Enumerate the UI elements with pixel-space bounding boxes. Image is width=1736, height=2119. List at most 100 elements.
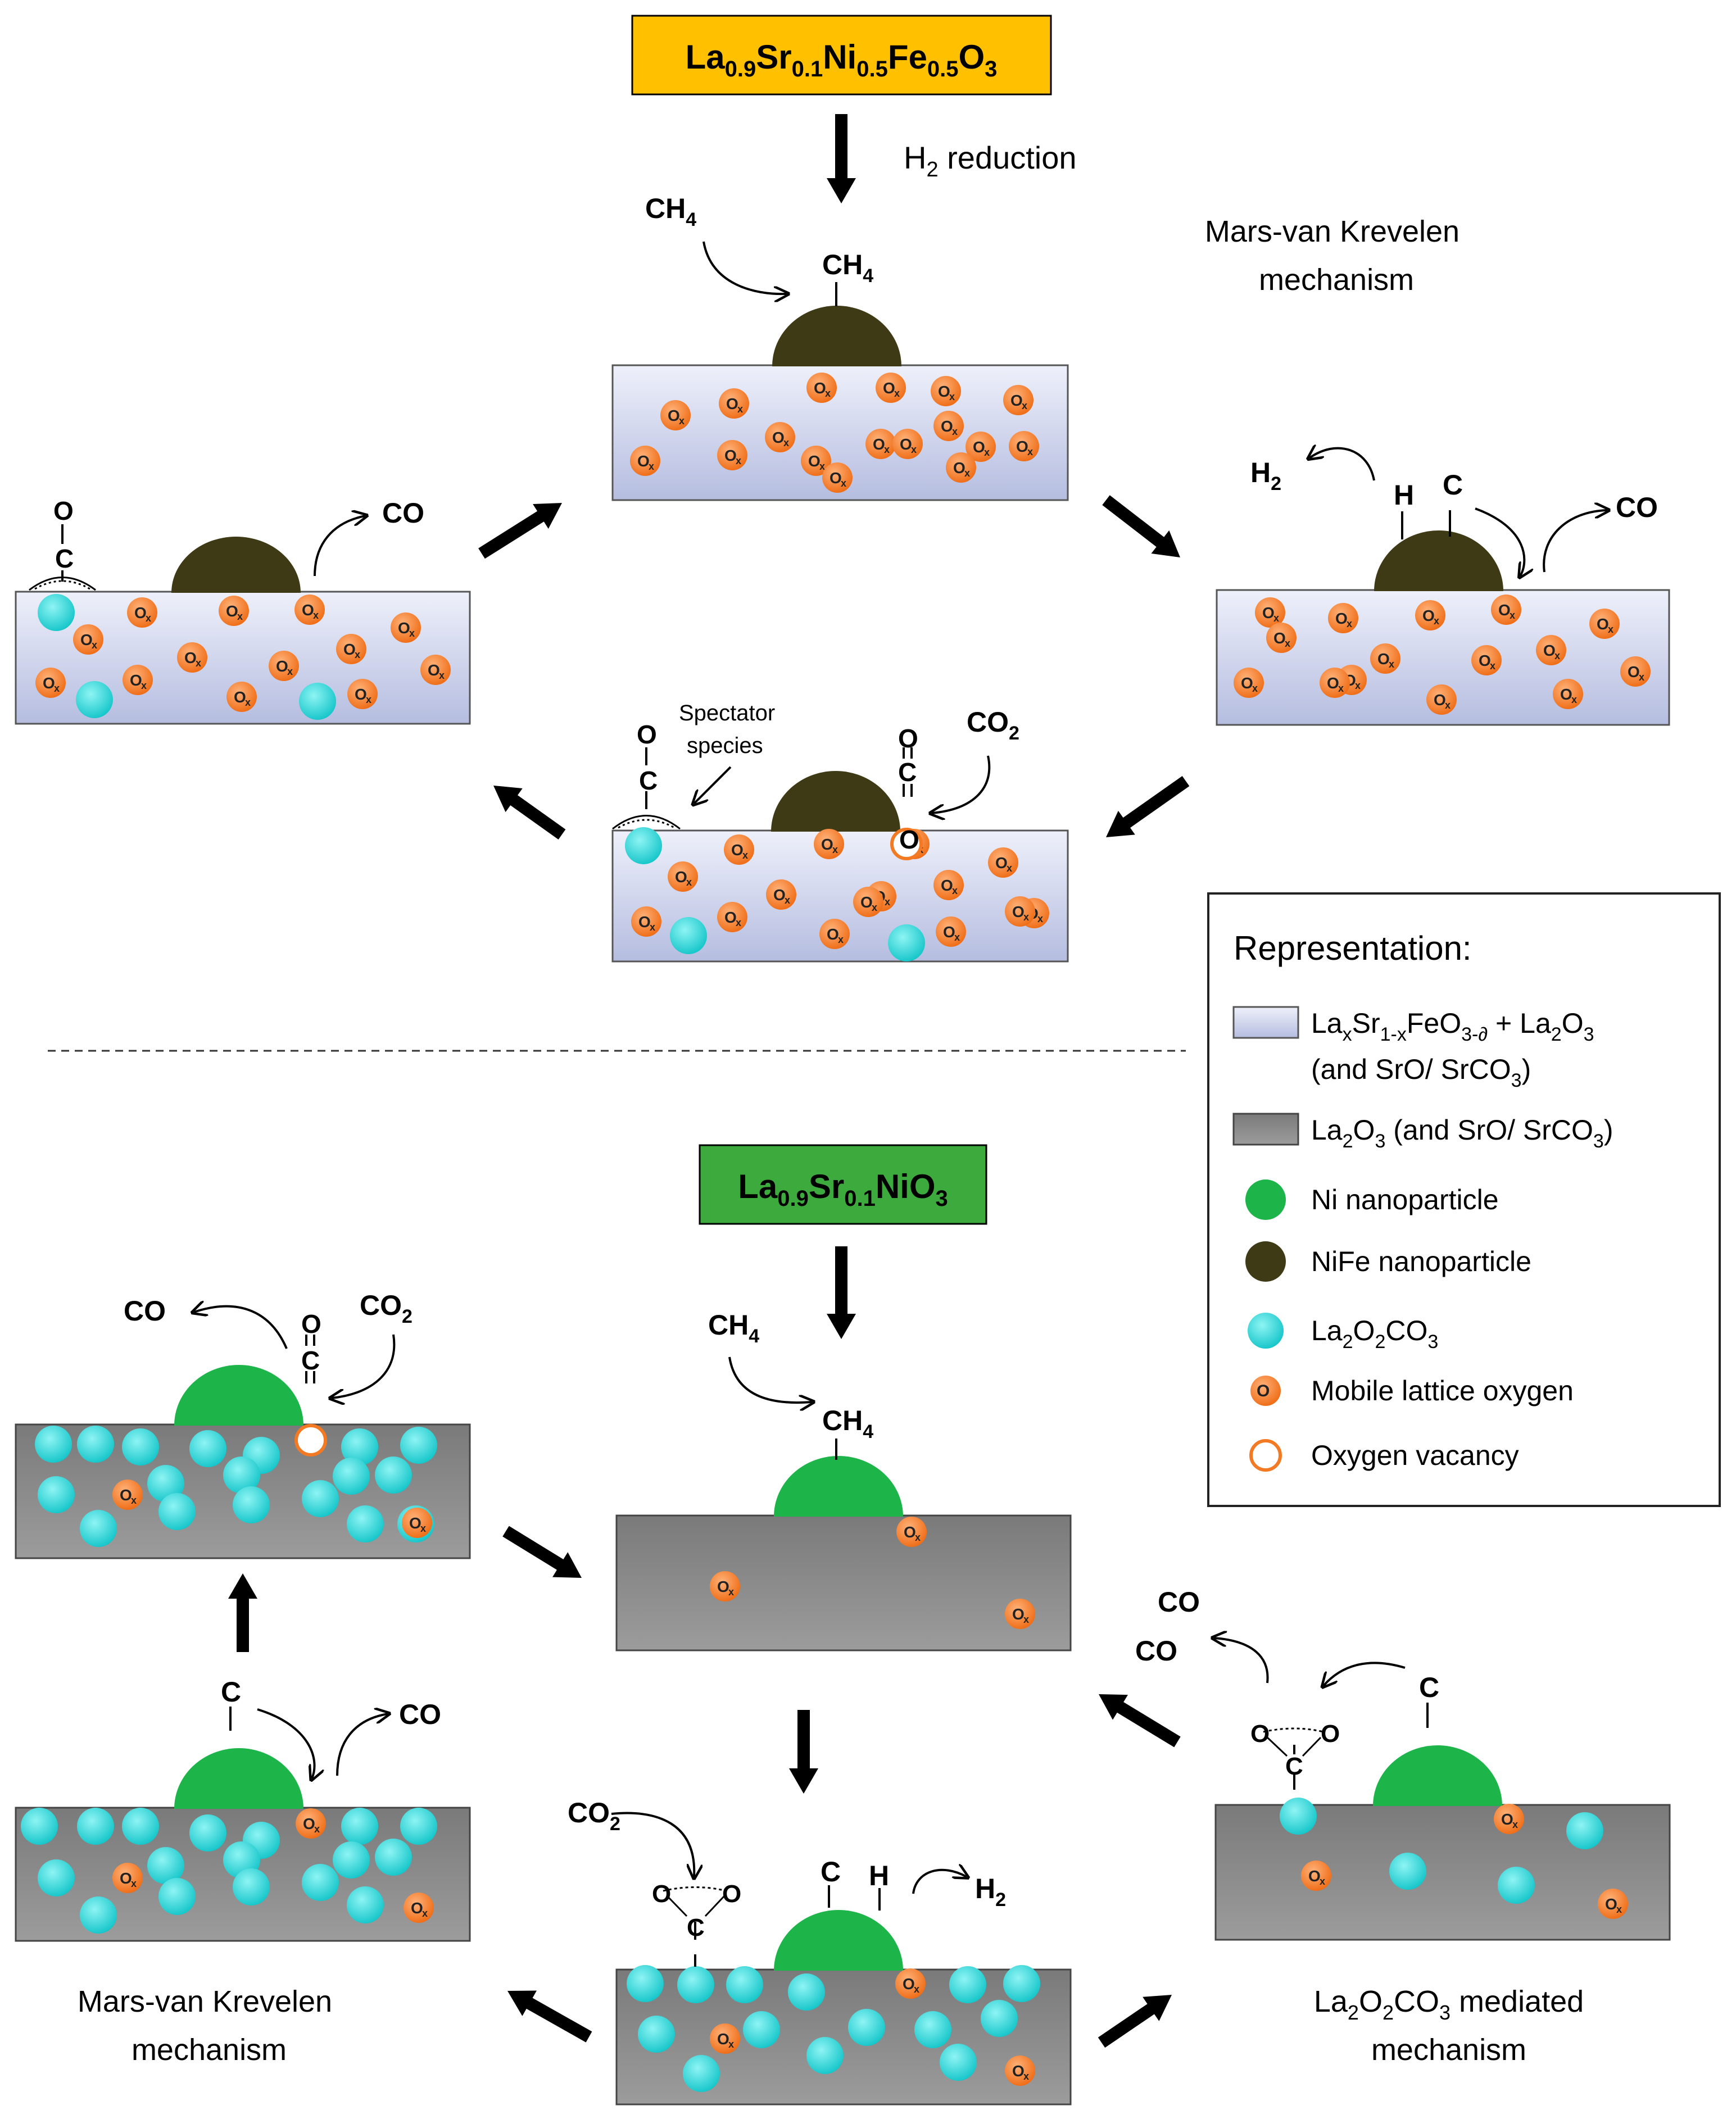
- svg-text:O: O: [1422, 607, 1435, 624]
- svg-text:O: O: [43, 674, 55, 692]
- block-arrow: [827, 114, 856, 203]
- mobile-oxygen: Ox: [127, 597, 157, 628]
- block-arrow: [789, 1710, 818, 1794]
- svg-text:x: x: [649, 461, 654, 472]
- svg-text:O: O: [1501, 1811, 1513, 1828]
- svg-text:x: x: [1273, 612, 1279, 624]
- legend-vacancy-swatch: [1249, 1439, 1282, 1472]
- svg-text:O: O: [941, 418, 953, 435]
- mobile-oxygen: Ox: [988, 847, 1018, 878]
- svg-text:CO: CO: [399, 1699, 441, 1730]
- carbonate-particle: [1280, 1798, 1317, 1835]
- svg-text:species: species: [687, 733, 763, 758]
- svg-text:CH4: CH4: [822, 1405, 873, 1442]
- mobile-oxygen: Ox: [1415, 600, 1445, 630]
- svg-text:x: x: [141, 680, 147, 691]
- svg-text:C: C: [1419, 1672, 1439, 1703]
- mobile-oxygen: Ox: [876, 373, 906, 403]
- legend-ox-swatch: [1250, 1376, 1281, 1406]
- carbonate-particle: [677, 1966, 714, 2003]
- mobile-oxygen: Ox: [717, 440, 747, 470]
- svg-text:x: x: [420, 1523, 426, 1534]
- carbonate-particle: [1498, 1867, 1535, 1904]
- mobile-oxygen: Ox: [347, 679, 378, 709]
- legend-title: Representation:: [1234, 929, 1472, 967]
- carbonate-particle: [726, 1966, 763, 2003]
- carbonate-particle: [77, 1808, 114, 1845]
- carbonate-mechanism-label: La2O2CO3 mediated mechanism: [1314, 1985, 1584, 2067]
- carbonate-particle: [223, 1456, 260, 1494]
- carbonate-particle: [189, 1814, 226, 1852]
- svg-text:O: O: [130, 671, 142, 689]
- carbonate-particle: [400, 1808, 437, 1845]
- svg-text:O: O: [1335, 610, 1348, 627]
- svg-text:x: x: [825, 388, 831, 399]
- svg-text:O: O: [637, 720, 657, 749]
- carbonate-particle: [888, 924, 925, 961]
- svg-text:C: C: [301, 1346, 320, 1375]
- svg-text:O: O: [1012, 2062, 1025, 2080]
- h2-reduction-label: H2 reduction: [904, 140, 1077, 182]
- svg-text:O: O: [638, 913, 651, 931]
- svg-text:x: x: [1320, 1876, 1325, 1887]
- svg-text:x: x: [952, 426, 958, 437]
- mobile-oxygen: Ox: [1255, 597, 1285, 628]
- svg-text:O: O: [904, 1523, 916, 1541]
- svg-text:x: x: [1355, 680, 1361, 691]
- svg-text:CO2: CO2: [967, 706, 1019, 744]
- svg-text:x: x: [686, 877, 692, 888]
- svg-text:C: C: [687, 1914, 705, 1941]
- carbonate-particle: [627, 1965, 664, 2002]
- mobile-oxygen: Ox: [892, 429, 923, 459]
- mobile-oxygen: Ox: [1009, 431, 1039, 461]
- svg-text:x: x: [1639, 671, 1644, 683]
- carbonate-particle: [233, 1486, 270, 1523]
- mobile-oxygen: Ox: [420, 655, 451, 685]
- svg-text:O: O: [53, 496, 74, 525]
- svg-text:H2: H2: [1250, 457, 1281, 494]
- svg-text:x: x: [1608, 624, 1613, 635]
- mobile-oxygen: Ox: [1598, 1889, 1628, 1919]
- mobile-oxygen: Ox: [717, 902, 747, 932]
- mobile-oxygen: Ox: [853, 887, 883, 917]
- svg-text:O: O: [1241, 674, 1253, 692]
- svg-text:x: x: [245, 697, 251, 708]
- mobile-oxygen: Ox: [402, 1508, 432, 1538]
- legend-ni-text: Ni nanoparticle: [1311, 1184, 1499, 1215]
- svg-text:O: O: [717, 2030, 729, 2048]
- mobile-oxygen: Ox: [1266, 623, 1297, 653]
- svg-text:x: x: [872, 902, 877, 913]
- mobile-oxygen: Ox: [391, 612, 421, 643]
- svg-text:x: x: [1023, 1614, 1029, 1625]
- mobile-oxygen: Ox: [112, 1480, 143, 1510]
- svg-text:O: O: [1016, 438, 1028, 455]
- block-arrow: [502, 1526, 582, 1578]
- svg-text:x: x: [984, 447, 990, 458]
- svg-text:O: O: [724, 909, 737, 926]
- svg-text:La2O2CO3 mediated: La2O2CO3 mediated: [1314, 1985, 1584, 2024]
- mobile-oxygen: Ox: [931, 376, 961, 406]
- svg-text:O: O: [134, 604, 147, 621]
- svg-text:x: x: [1022, 400, 1027, 411]
- svg-text:x: x: [838, 934, 844, 945]
- svg-text:O: O: [226, 602, 238, 620]
- svg-text:O: O: [1628, 663, 1640, 680]
- mobile-oxygen: Ox: [177, 642, 207, 673]
- carbonate-particle: [788, 1973, 825, 2011]
- carbonate-particle: [400, 1427, 437, 1464]
- svg-text:O: O: [814, 379, 826, 397]
- top-title-box: La0.9Sr0.1Ni0.5Fe0.5O3: [631, 15, 1052, 96]
- mobile-oxygen: Ox: [1426, 684, 1457, 715]
- svg-text:x: x: [737, 403, 743, 415]
- carbonate-particle: [302, 1480, 339, 1517]
- oxygen-vacancy: [890, 828, 923, 860]
- mobile-oxygen: Ox: [865, 429, 896, 459]
- mobile-oxygen: Ox: [1005, 1599, 1035, 1629]
- svg-text:x: x: [819, 461, 825, 472]
- svg-text:O: O: [428, 661, 440, 679]
- mobile-oxygen: Ox: [35, 668, 66, 698]
- svg-text:O: O: [343, 641, 356, 658]
- carbonate-particle: [683, 2055, 720, 2092]
- svg-text:O: O: [1597, 615, 1609, 633]
- legend-ni-swatch: [1245, 1179, 1286, 1220]
